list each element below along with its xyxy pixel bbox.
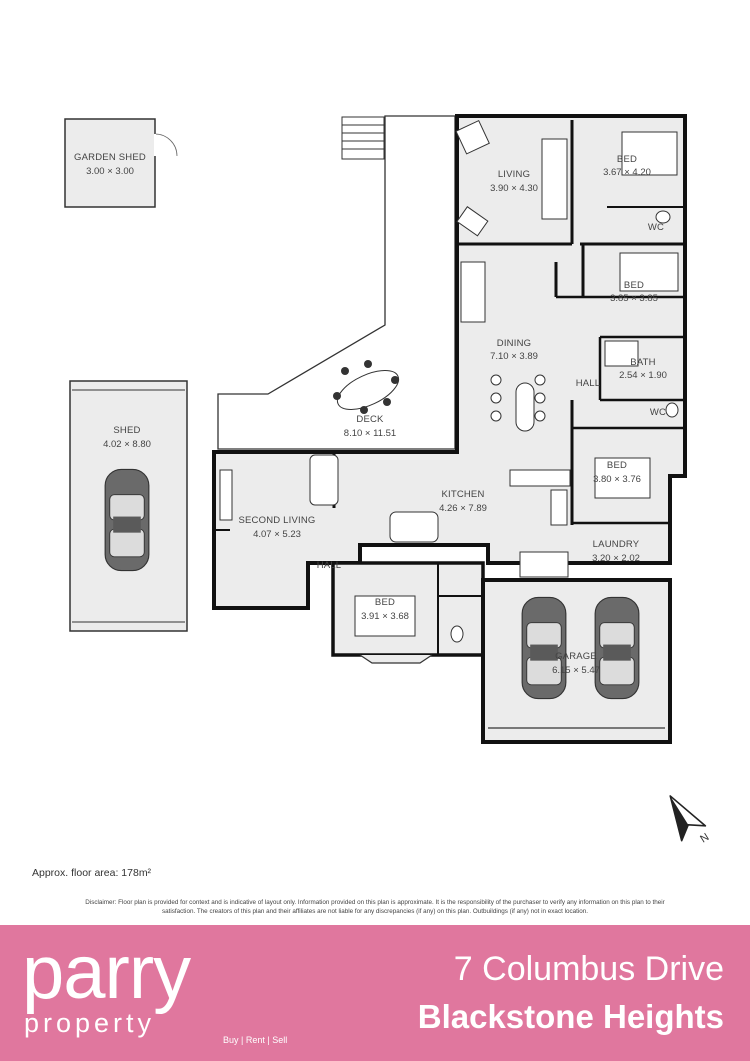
room-name-laundry: LAUNDRY [593,539,640,550]
car-icon [594,596,640,700]
room-name-second-living: SECOND LIVING [238,515,315,526]
garage [481,578,672,744]
room-name-garage: GARAGE [555,651,597,662]
car-icon [521,596,567,700]
room-dim-bed-3: 3.80 × 3.76 [593,474,641,485]
brand-logo-sub: property [24,1008,156,1038]
room-dim-kitchen: 4.26 × 7.89 [439,503,487,514]
room-dim-living: 3.90 × 4.30 [490,183,538,194]
room-name-wc-2: WC [650,407,666,418]
room-dim-second-living: 4.07 × 5.23 [253,529,301,540]
outdoor-table-icon [333,360,400,414]
room-name-garden-shed: GARDEN SHED [74,152,146,163]
room-name-deck: DECK [356,414,384,425]
room-name-hall-2: HALL [317,560,342,571]
room-name-bed-3: BED [607,460,627,471]
room-dim-dining: 7.10 × 3.89 [490,351,538,362]
room-dim-deck: 8.10 × 11.51 [344,428,396,439]
room-dim-garage: 6.15 × 5.47 [552,665,600,676]
room-dim-bed-2: 3.85 × 3.85 [610,293,658,304]
compass-label: N [698,831,711,845]
room-name-kitchen: KITCHEN [441,489,484,500]
room-name-wc-1: WC [648,222,664,233]
car-icon [104,468,150,572]
address-suburb: Blackstone Heights [417,998,724,1035]
room-dim-garden-shed: 3.00 × 3.00 [86,166,134,177]
room-labels: GARDEN SHED 3.00 × 3.00 SHED 4.02 × 8.80… [74,152,667,676]
disclaimer: Disclaimer: Floor plan is provided for c… [85,899,665,915]
room-name-living: LIVING [498,169,530,180]
room-dim-bath: 2.54 × 1.90 [619,370,667,381]
shed [69,380,188,632]
room-name-shed: SHED [113,425,140,436]
floor-area: Approx. floor area: 178m² [32,867,152,879]
room-dim-laundry: 3.20 × 2.02 [592,553,640,564]
room-name-bath: BATH [630,357,655,368]
stairs-icon [341,116,385,160]
floor-plan: GARDEN SHED 3.00 × 3.00 SHED 4.02 × 8.80… [64,114,711,846]
footer-banner [0,925,750,1061]
furniture [219,119,679,643]
room-name-bed-4: BED [375,597,395,608]
brand-logo-name: parry [22,930,191,1015]
room-name-dining: DINING [497,338,531,349]
address-street: 7 Columbus Drive [453,950,724,988]
room-name-hall-1: HALL [576,378,601,389]
room-name-bed-1: BED [617,154,637,165]
compass-icon [669,795,707,842]
room-name-bed-2: BED [624,280,644,291]
room-dim-bed-4: 3.91 × 3.68 [361,611,409,622]
brand-tagline: Buy | Rent | Sell [223,1035,288,1045]
room-dim-bed-1: 3.67 × 4.20 [603,167,651,178]
room-dim-shed: 4.02 × 8.80 [103,439,151,450]
deck [217,115,456,450]
garden-shed [64,118,178,208]
